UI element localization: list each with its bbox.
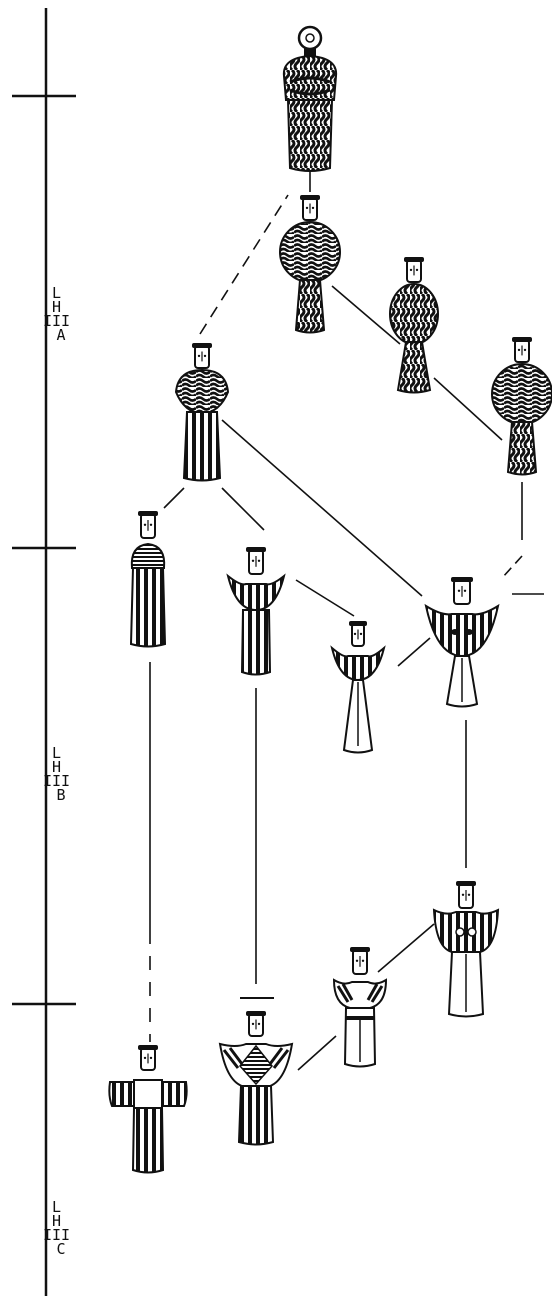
figurine-psi-early-1 <box>226 547 286 676</box>
figurine-psi-late-small <box>332 947 388 1068</box>
connector <box>501 555 523 579</box>
connector <box>221 487 265 531</box>
figurines-group <box>108 25 552 1174</box>
figurine-psi-early-2 <box>330 621 386 754</box>
lineage-connectors <box>149 172 544 1071</box>
figurine-phi-slender <box>389 257 439 394</box>
figurine-phi-early-round <box>279 195 341 334</box>
figurine-proto-psi <box>174 343 230 482</box>
period-label-lh-iiib: L H III B <box>43 744 79 804</box>
connector <box>397 637 431 667</box>
connector <box>331 285 401 345</box>
figurine-tau-late <box>108 1045 188 1174</box>
period-label-lh-iiic: L H III C <box>43 1198 79 1258</box>
period-labels: L H III A L H III B L H III C <box>43 284 79 1258</box>
timeline-axis <box>12 8 76 1296</box>
connector <box>433 377 503 441</box>
connector <box>377 923 435 973</box>
connector <box>199 194 289 335</box>
connector <box>295 579 355 617</box>
connector <box>163 487 185 509</box>
figurine-psi-late-broad <box>432 881 500 1018</box>
figurine-psi-main <box>424 577 500 708</box>
figurine-naturalistic <box>282 25 338 172</box>
figurine-phi-wavy <box>491 337 552 476</box>
figurine-psi-late-decorated <box>218 1011 294 1146</box>
period-label-lh-iiia: L H III A <box>43 284 79 344</box>
connector <box>297 1035 337 1071</box>
figurine-tau-early <box>129 511 167 648</box>
connector <box>221 419 423 597</box>
